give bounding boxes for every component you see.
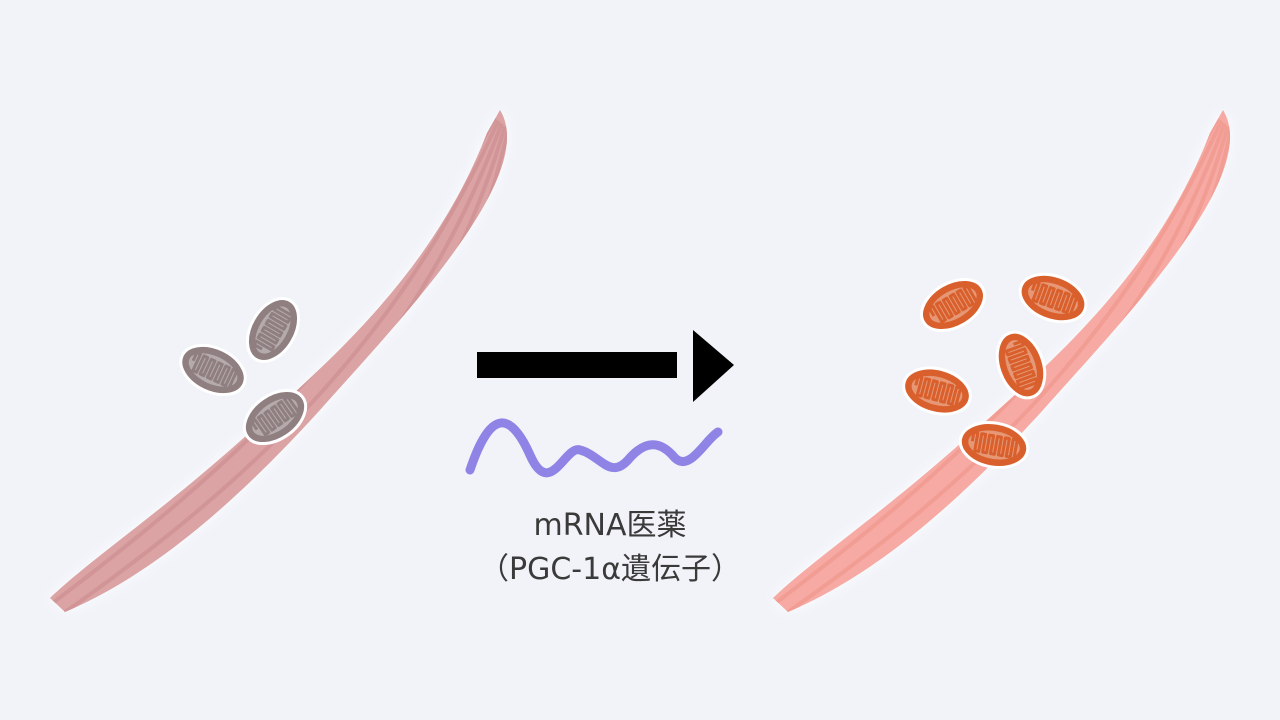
muscle-fiber-icon [50,110,508,612]
muscle-stripe [773,114,1217,597]
mitochondrion-icon [242,388,308,446]
muscle-stripe [773,110,1210,577]
mitochondrion-icon [995,330,1047,400]
right-arrow-icon [477,330,734,402]
muscle-stripe [50,110,484,567]
caption-line-1: mRNA医薬 [533,508,687,543]
caption-line-2: （PGC-1α遺伝子） [479,552,741,587]
mrna-strand-icon [465,418,723,478]
muscle-stripe [782,119,1224,612]
mitochondrion-icon [1018,272,1088,324]
mitochondrion-icon [179,343,247,397]
mitochondrion-icon [958,421,1030,469]
muscle-stripe [59,119,501,612]
muscle-stripe [773,111,1213,587]
muscle-stripe [773,110,1207,567]
muscle-fiber-before-glow [50,110,508,612]
caption: mRNA医薬 （PGC-1α遺伝子） [440,504,780,592]
mitochondrion-icon [245,297,301,363]
mitochondrion-icon [902,366,972,416]
muscle-stripe [773,117,1220,607]
mitochondria-after [902,272,1088,469]
muscle-fiber-before [50,110,508,612]
mitochondrion-icon [920,277,986,333]
mitochondria-before [179,297,308,446]
muscle-fiber-icon [773,110,1231,612]
muscle-stripe [50,117,497,607]
